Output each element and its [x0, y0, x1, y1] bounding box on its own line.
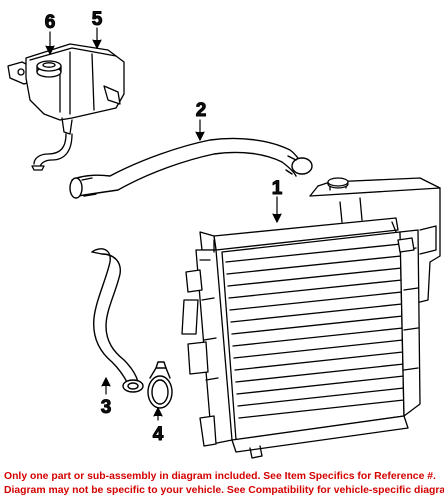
hose-clamp	[147, 361, 173, 409]
reservoir-cap	[36, 60, 62, 78]
callout-2-label: 2	[196, 100, 207, 121]
callout-6-label: 6	[45, 12, 56, 33]
coolant-reservoir	[7, 43, 125, 171]
radiator-assembly	[181, 177, 441, 459]
disclaimer-footer: Only one part or sub-assembly in diagram…	[0, 468, 448, 500]
leader-lines	[45, 27, 282, 421]
upper-radiator-hose	[69, 137, 313, 199]
callout-1-label: 1	[272, 178, 283, 199]
callout-4-label: 4	[153, 424, 164, 445]
callout-3-label: 3	[101, 397, 112, 418]
disclaimer-line-2: Diagram may not be specific to your vehi…	[4, 485, 444, 496]
disclaimer-line-1: Only one part or sub-assembly in diagram…	[4, 471, 436, 482]
lower-radiator-hose	[91, 248, 144, 393]
callout-5-label: 5	[92, 9, 103, 30]
exploded-parts-diagram: 1 2 3 4 5 6	[7, 9, 441, 459]
